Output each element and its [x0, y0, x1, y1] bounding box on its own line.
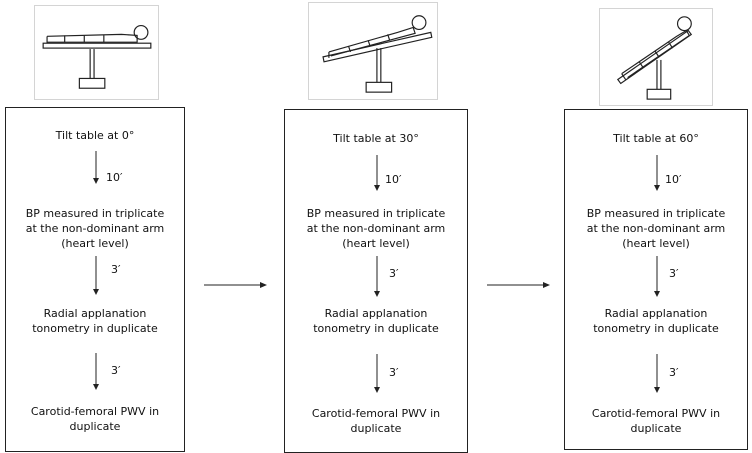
tilt-table-30-icon	[322, 15, 433, 93]
tilt-label: Tilt table at 30°	[333, 132, 419, 145]
tilt-table-0-icon	[42, 24, 152, 89]
wait-time-2: 3′	[111, 263, 121, 276]
down-arrow-icon	[652, 354, 662, 394]
right-arrow-icon	[204, 280, 268, 290]
bp-measurement-text: BP measured in triplicate at the non-dom…	[586, 207, 726, 250]
bp-measurement-text: BP measured in triplicate at the non-dom…	[25, 207, 165, 250]
stage-panel-30: Tilt table at 30° 10′ BP measured in tri…	[284, 109, 468, 453]
wait-time-1: 10′	[106, 171, 123, 184]
wait-time-3: 3′	[389, 366, 399, 379]
wait-time-2: 3′	[669, 267, 679, 280]
tonometry-text: Radial applanation tonometry in duplicat…	[32, 307, 158, 335]
right-arrow-icon	[487, 280, 551, 290]
tilt-table-60-icon	[616, 16, 693, 100]
tilt-table-illustration-0	[34, 5, 159, 100]
pwv-text: Carotid-femoral PWV in duplicate	[30, 405, 160, 433]
stage-panel-60: Tilt table at 60° 10′ BP measured in tri…	[564, 109, 748, 450]
down-arrow-icon	[91, 256, 101, 296]
down-arrow-icon	[652, 155, 662, 192]
tonometry-text: Radial applanation tonometry in duplicat…	[593, 307, 719, 335]
tonometry-text: Radial applanation tonometry in duplicat…	[313, 307, 439, 335]
wait-time-3: 3′	[669, 366, 679, 379]
bp-measurement-text: BP measured in triplicate at the non-dom…	[306, 207, 446, 250]
stage-panel-0: Tilt table at 0° 10′ BP measured in trip…	[5, 107, 185, 452]
wait-time-2: 3′	[389, 267, 399, 280]
pwv-text: Carotid-femoral PWV in duplicate	[311, 407, 441, 435]
tilt-table-illustration-30	[308, 2, 438, 100]
pwv-text: Carotid-femoral PWV in duplicate	[591, 407, 721, 435]
wait-time-1: 10′	[385, 173, 402, 186]
wait-time-3: 3′	[111, 364, 121, 377]
down-arrow-icon	[372, 354, 382, 394]
down-arrow-icon	[372, 256, 382, 298]
tilt-label: Tilt table at 0°	[55, 129, 135, 142]
down-arrow-icon	[652, 256, 662, 298]
down-arrow-icon	[91, 353, 101, 391]
wait-time-1: 10′	[665, 173, 682, 186]
tilt-label: Tilt table at 60°	[613, 132, 699, 145]
down-arrow-icon	[372, 155, 382, 192]
tilt-table-illustration-60	[599, 8, 713, 106]
down-arrow-icon	[91, 151, 101, 185]
